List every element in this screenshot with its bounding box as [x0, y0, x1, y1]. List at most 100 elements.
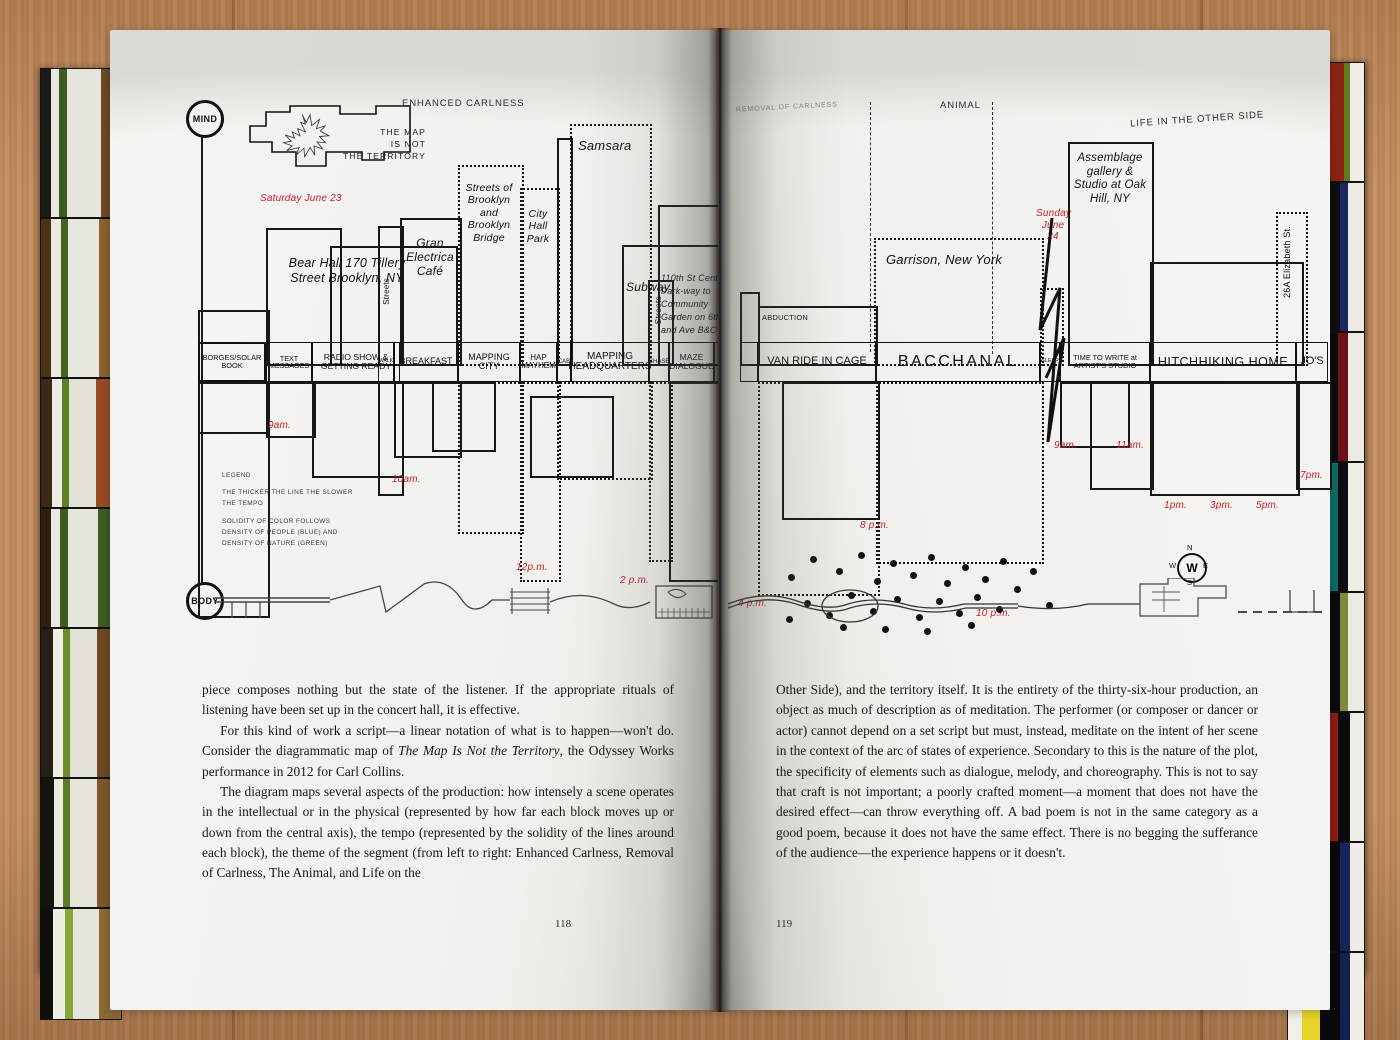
scene-cell-chase[interactable]: CHASE [649, 342, 669, 382]
scene-cell-van-ride[interactable]: VAN RIDE IN CAGE [758, 342, 876, 382]
block-lower-hap [520, 382, 561, 582]
annotation-streets-1: Streets [382, 278, 391, 305]
annotation-samsara: Samsara [578, 138, 632, 153]
block-lower-walk [378, 382, 404, 496]
left-body-p2: For this kind of work a script—a linear … [202, 722, 674, 779]
timemark-10am: 10am. [392, 474, 421, 485]
badge-outline-shape [249, 105, 411, 167]
compass-south: S [1187, 578, 1193, 587]
block-lower-hq [557, 382, 653, 480]
badge-line-1: THE MAP [380, 127, 426, 137]
timemark-10pm: 10 p.m. [976, 608, 1011, 619]
scene-cell-jos[interactable]: JO'S [1296, 342, 1328, 382]
block-hap-mayhem [520, 188, 560, 366]
timemark-5pm: 5pm. [1256, 500, 1280, 511]
left-body-p1: piece composes nothing but the state of … [202, 682, 674, 718]
block-breakfast [400, 218, 462, 366]
legend-block: LEGEND THE THICKER THE LINE THE SLOWER T… [222, 470, 362, 549]
page-curl-shading-right [718, 30, 1330, 150]
compass-east: E [1203, 561, 1209, 570]
scene-cell-transition[interactable] [740, 342, 758, 382]
scene-cell-sleep[interactable]: SLEEP [1040, 342, 1060, 382]
mind-body-axis [201, 130, 204, 610]
annotation-date-sunday: Sunday June 24 [1036, 208, 1072, 242]
book-gutter [708, 28, 732, 1012]
compass-north: N [1187, 543, 1193, 552]
badge-line-2: IS NOT [390, 139, 426, 149]
block-lower-jos [1296, 382, 1332, 490]
block-lower-van2 [782, 382, 880, 520]
badge-line-3: THE TERRITORY [342, 151, 426, 161]
scene-cell-text-messages[interactable]: TEXT MESSAGES [266, 342, 312, 382]
compass-center: W [1177, 553, 1207, 583]
scene-cell-hap-mayhem[interactable]: HAP MAYHEM [520, 342, 557, 382]
block-lower-breakfast [394, 382, 462, 458]
block-lower-cab [530, 396, 614, 478]
compass-west: W [1169, 561, 1177, 570]
block-mapping-city [458, 165, 524, 366]
block-lower-hitch [1150, 382, 1300, 496]
timemark-12pm: 12p.m. [516, 562, 548, 573]
block-bearhall-a [266, 228, 342, 366]
left-fore-edge-stack [40, 68, 122, 1020]
timemark-7pm: 7pm. [1300, 470, 1324, 481]
timemark-8pm: 8 p.m. [860, 520, 889, 531]
block-lower-bacchanal [876, 382, 1044, 564]
scene-cell-radio-show[interactable]: RADIO SHOW & GETTING READY [312, 342, 400, 382]
scene-cell-cab[interactable]: CAB [557, 342, 571, 382]
block-artist-studio [1068, 142, 1154, 366]
left-page: ENHANCED CARLNESS THE MAP IS NOT THE TER… [110, 30, 818, 1010]
scene-cell-walk[interactable]: WALK [378, 342, 394, 382]
folio-right: 119 [776, 918, 793, 930]
block-lower-mapping [458, 382, 524, 534]
running-head-removal: REMOVAL OF CARLNESS [735, 101, 839, 114]
landscape-strip-right [728, 578, 1324, 623]
annotation-bear-hall: Bear Hall 170 Tillery Street Brooklyn, N… [288, 256, 406, 285]
block-cab [557, 138, 573, 366]
scene-cell-time-to-write[interactable]: TIME TO WRITE at ARTIST'S STUDIO [1060, 342, 1150, 382]
block-van-ride [758, 306, 878, 366]
legend-line-2: THE TEMPO [222, 500, 264, 508]
annotation-abduction: ABDUCTION [762, 313, 808, 322]
legend-line-4: DENSITY OF PEOPLE (BLUE) AND [222, 528, 338, 536]
compass-rose: W N S E W [1169, 543, 1210, 587]
block-lower-chase [649, 382, 673, 562]
scene-cell-bacchanal[interactable]: BACCHANAL [876, 342, 1040, 382]
theme-divider-2 [992, 102, 993, 354]
annotation-gran-electrica: Gran Electrica Café [406, 236, 454, 279]
timemark-11am: 11am. [1116, 440, 1145, 451]
right-body-p1: Other Side), and the territory itself. I… [776, 682, 1258, 860]
scene-cell-breakfast[interactable]: BREAKFAST [394, 342, 458, 382]
annotation-elizabeth-st: 26A Elizabeth St. [1282, 226, 1292, 298]
timemark-4pm-right: 4 p.m. [738, 598, 767, 609]
block-hitchhiking [1150, 262, 1304, 366]
scene-cell-mapping-city[interactable]: MAPPING CITY [458, 342, 520, 382]
running-head-life: LIFE IN THE OTHER SIDE [1129, 109, 1265, 130]
timemark-9am-right: 9am. [1054, 440, 1078, 451]
scene-cell-hitchhiking[interactable]: HITCHHIKING HOME [1150, 342, 1296, 382]
timemark-2pm: 2 p.m. [620, 575, 649, 586]
annotation-garrison: Garrison, New York [886, 252, 1003, 267]
right-body-text: Other Side), and the territory itself. I… [776, 680, 1258, 863]
running-head-left: ENHANCED CARLNESS [402, 98, 525, 109]
timemark-3pm: 3pm. [1210, 500, 1234, 511]
timemark-1pm: 1pm. [1164, 500, 1188, 511]
sleep-zigzag [1038, 218, 1066, 442]
legend-line-3: SOLIDITY OF COLOR FOLLOWS [222, 517, 331, 525]
scene-cell-borges[interactable]: BORGES/SOLAR BOOK [198, 342, 266, 382]
block-lower-borges [198, 382, 270, 618]
block-lower-write2 [1090, 382, 1154, 490]
annotation-110th-street: 110th St Central Park-way to Community G… [661, 273, 733, 336]
running-head-animal: ANIMAL [940, 100, 981, 111]
title-badge: THE MAP IS NOT THE TERRITORY [244, 104, 434, 174]
mind-node: MIND [186, 100, 224, 138]
scene-cell-mapping-hq[interactable]: MAPPING HEADQUARTERS [568, 342, 652, 382]
right-page: REMOVAL OF CARLNESS ANIMAL LIFE IN THE O… [718, 30, 1332, 1010]
legend-heading: LEGEND [222, 472, 251, 479]
annotation-streets-brooklyn: Streets of Brooklyn and Brooklyn Bridge [465, 182, 513, 244]
block-lower-text [266, 382, 316, 438]
book-title-italic: The Map Is Not the Territory [398, 743, 560, 759]
block-jos [1276, 212, 1308, 366]
left-body-text: piece composes nothing but the state of … [202, 680, 674, 884]
